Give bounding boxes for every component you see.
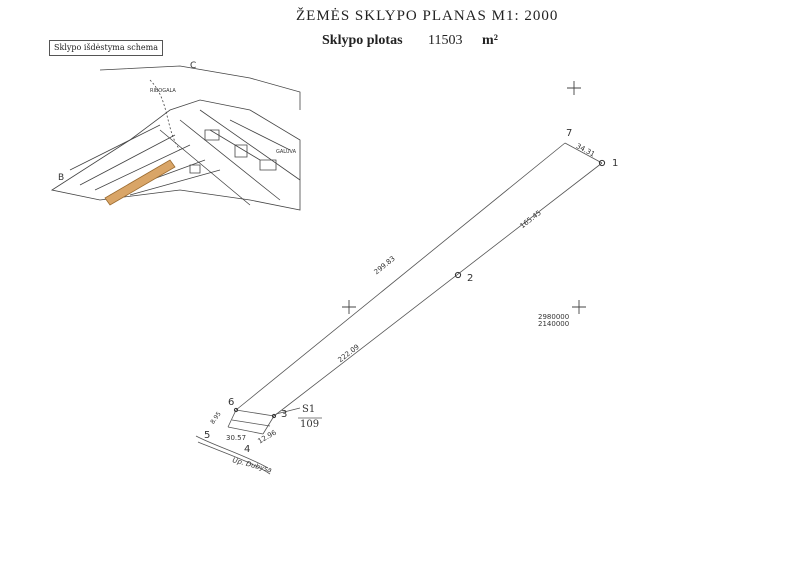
- point-2-label: 2: [467, 273, 473, 284]
- area-value: 11503: [428, 33, 463, 48]
- plot-boundary: [195, 142, 603, 475]
- scheme-outline: [50, 99, 301, 211]
- grid-cross-3: [572, 300, 586, 314]
- grid-cross-1: [567, 81, 581, 95]
- boundary-markers: [233, 159, 606, 419]
- dimension-12-96: 12.96: [257, 428, 279, 445]
- point-4-label: 4: [244, 444, 250, 455]
- area-label: Sklypo plotas: [322, 33, 403, 48]
- scheme-grid-1: [69, 124, 221, 196]
- point-1-label: 1: [612, 158, 618, 169]
- street-edge-1: [195, 435, 269, 469]
- boundary-line-4-3: [262, 415, 275, 435]
- parcel-109: 109: [300, 419, 319, 430]
- parcel-s1: S1: [302, 404, 315, 415]
- area-unit: m²: [482, 33, 498, 48]
- dimension-8-95: 8.95: [209, 410, 223, 425]
- point-3-label: 3: [281, 409, 287, 420]
- grid-crosses: [342, 81, 586, 314]
- boundary-line-1-3: [273, 162, 603, 417]
- boundary-line-7-1: [564, 142, 603, 164]
- area-row: Sklypo plotas 11503 m²: [322, 33, 498, 49]
- coord-x: 2980000: [538, 313, 569, 321]
- marker-1: [598, 159, 606, 167]
- point-5-label: 5: [204, 430, 210, 441]
- dimension-30-57: 30.57: [226, 434, 246, 442]
- boundary-line-6-5: [227, 409, 237, 428]
- scheme-label-c: C: [190, 61, 196, 71]
- scheme-label-b: B: [58, 173, 64, 183]
- scheme-buildings: [189, 129, 277, 174]
- grid-cross-2: [342, 300, 356, 314]
- point-7-label: 7: [566, 128, 572, 139]
- location-scheme: [50, 65, 301, 211]
- scheme-river: [149, 79, 181, 151]
- scheme-label: Sklypo išdėstyma schema: [49, 40, 163, 56]
- point-6-label: 6: [228, 397, 234, 408]
- dimension-299-83: 299.83: [373, 255, 397, 277]
- page-title: ŽEMĖS SKLYPO PLANAS M1: 2000: [296, 8, 559, 24]
- coord-y: 2140000: [538, 320, 569, 328]
- boundary-line-7-6: [235, 142, 566, 411]
- boundary-line-5-4: [227, 426, 264, 435]
- scheme-label-ribogala: RIBOGALA: [150, 88, 176, 94]
- s1-leader: [275, 407, 322, 419]
- marker-3: [271, 413, 277, 419]
- scheme-grid-2: [159, 109, 301, 206]
- dimension-34-31: 34.31: [575, 142, 596, 158]
- street-label: Up. Dubysa: [231, 456, 272, 474]
- marker-6: [233, 407, 239, 413]
- boundary-inner: [231, 419, 271, 427]
- scheme-road-top: [99, 65, 301, 110]
- scheme-plot: [104, 159, 176, 206]
- street-edge-2: [197, 441, 271, 475]
- boundary-line-6-3: [235, 409, 275, 417]
- scheme-label-galuva: GALUVA: [276, 149, 297, 155]
- marker-2: [454, 271, 462, 279]
- dimension-165-45: 165.45: [519, 209, 543, 230]
- dimension-222-09: 222.09: [337, 343, 361, 364]
